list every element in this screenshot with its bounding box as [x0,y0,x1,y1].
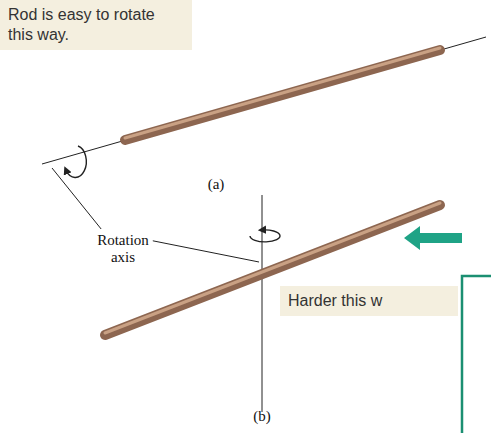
rod-a-highlight [125,48,440,138]
panel-label: (a) [196,176,236,193]
leader-line [153,241,259,262]
callout-text: Rod is easy to rotate this way. [8,5,184,45]
rotation-axis-a [42,37,486,164]
cover-panel [462,276,491,433]
rotation-axis-b [262,195,263,412]
panel-label: (b) [242,408,282,425]
rotation-arrow-b [250,230,280,242]
callout-box: Harder this w [280,286,458,316]
callout-text: Harder this w [288,291,450,311]
rod-a [125,50,440,140]
callout-frame [462,276,491,433]
caption-box: Rod is easy to rotate this way. [0,0,192,50]
callout-arrow [404,226,462,250]
axis-label: Rotation axis [88,232,158,267]
leader-line [52,168,101,229]
rotation-arrow-a [66,146,86,178]
